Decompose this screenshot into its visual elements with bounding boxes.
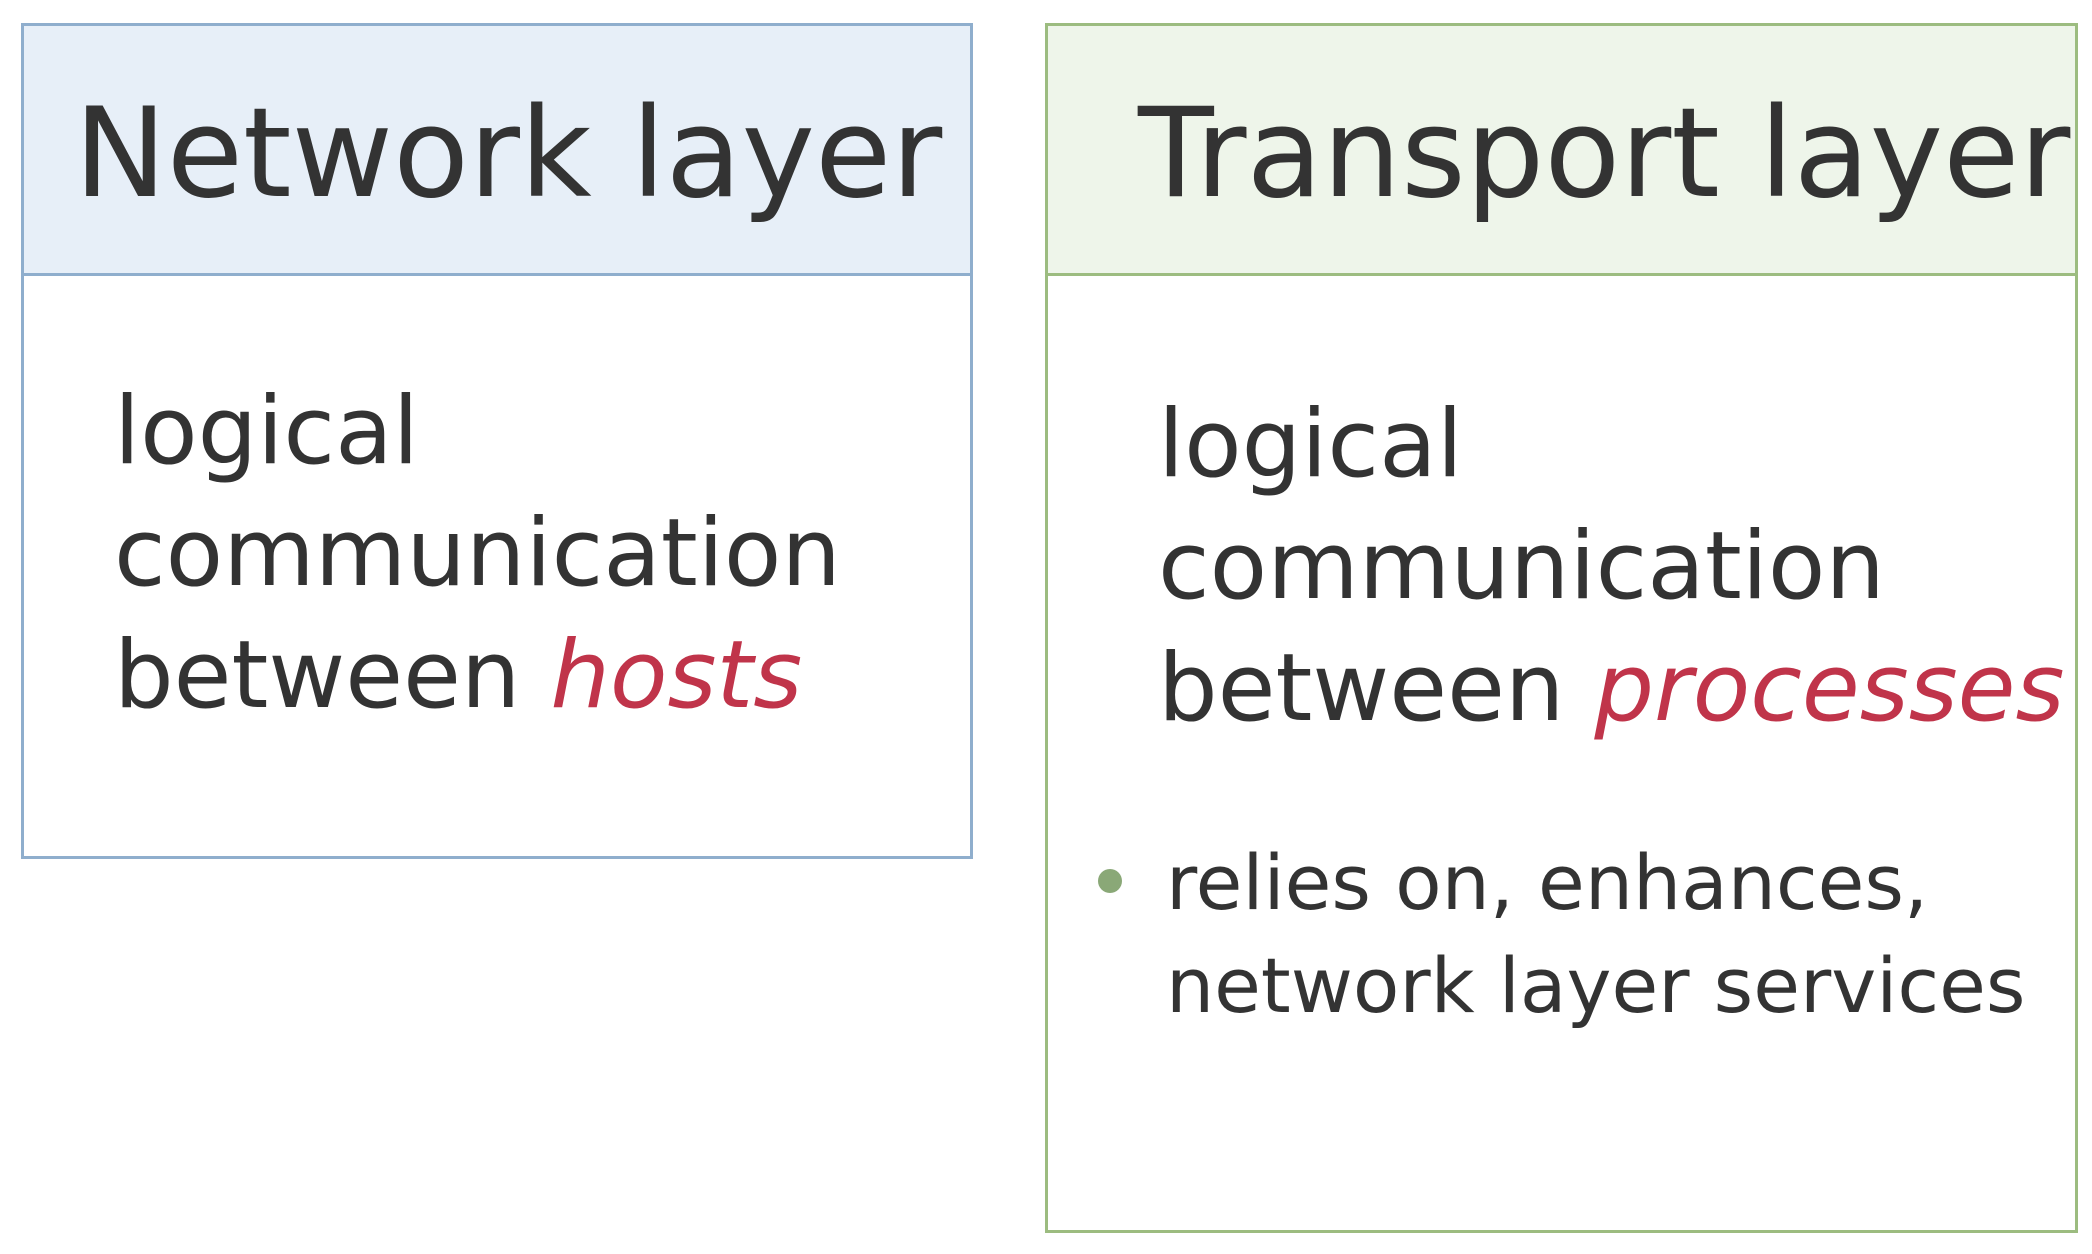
transport-layer-box: Transport layer logical communication be…: [1045, 23, 2078, 1233]
network-desc-emphasis-hosts: hosts: [550, 621, 803, 730]
network-layer-box: Network layer logical communication betw…: [21, 23, 973, 859]
transport-desc-between: between: [1158, 634, 1565, 743]
network-layer-title: Network layer: [74, 82, 943, 226]
network-desc-line-3: between hosts: [114, 615, 841, 737]
transport-bullet-line-2: network layer services: [1166, 941, 2026, 1030]
network-desc-line-2: communication: [114, 499, 841, 608]
network-desc-between: between: [114, 621, 521, 730]
transport-bullet-text: relies on, enhances, network layer servi…: [1166, 831, 2025, 1037]
network-desc-line-1: logical: [114, 377, 419, 486]
transport-bullet-line-1: relies on, enhances,: [1166, 838, 1929, 927]
transport-desc-line-2: communication: [1158, 512, 1885, 621]
transport-layer-title: Transport layer: [1138, 82, 2071, 226]
network-layer-description: logical communication between hosts: [114, 371, 841, 737]
network-layer-header: Network layer: [24, 26, 970, 276]
transport-layer-header: Transport layer: [1048, 26, 2075, 276]
transport-desc-line-3: between processes: [1158, 628, 2064, 750]
transport-desc-line-1: logical: [1158, 390, 1463, 499]
transport-layer-description: logical communication between processes: [1158, 384, 2064, 750]
bullet-dot-icon: [1098, 869, 1122, 893]
transport-desc-emphasis-processes: processes: [1594, 634, 2065, 743]
